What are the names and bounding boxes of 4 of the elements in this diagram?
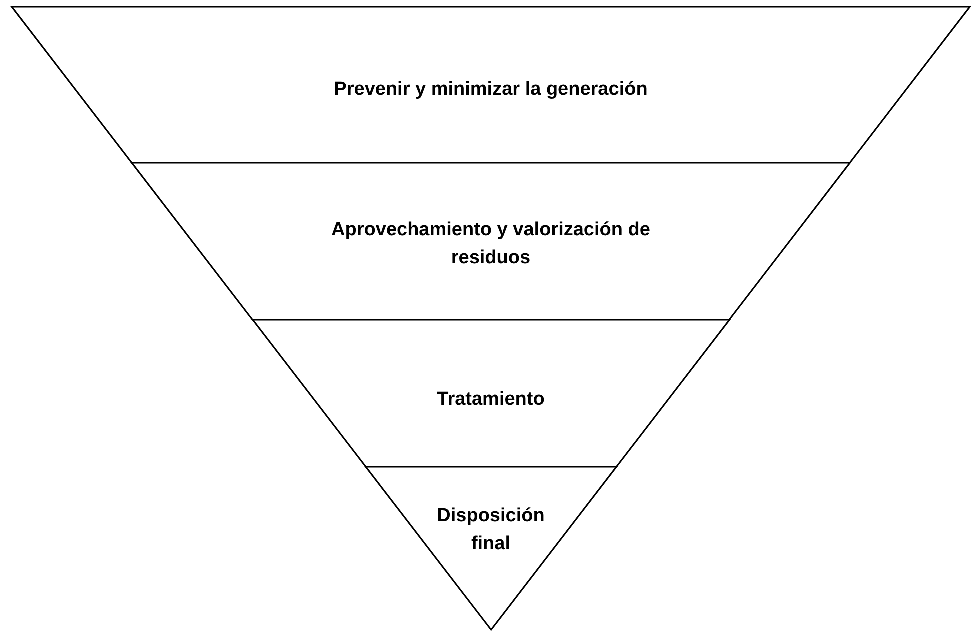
tier-label: Disposición final: [436, 504, 546, 556]
tier-label: Aprovechamiento y valorización de residuos: [330, 218, 652, 270]
tier-label: Tratamiento: [437, 388, 545, 412]
tier-label: Prevenir y minimizar la generación: [334, 78, 648, 102]
